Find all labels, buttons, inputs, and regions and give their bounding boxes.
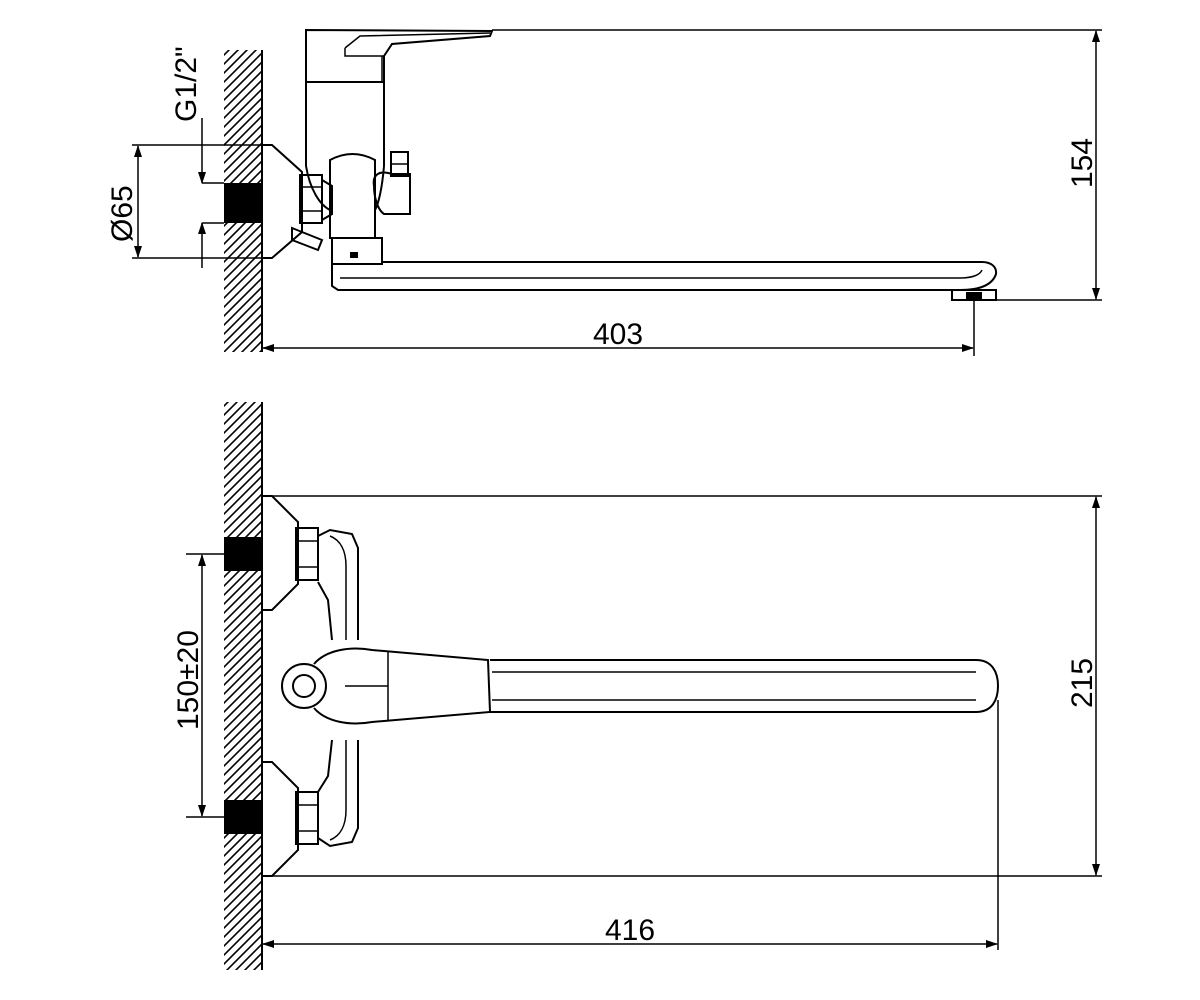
top-depth-label: 215	[1066, 658, 1099, 708]
side-outlet-block	[331, 237, 383, 265]
side-lever-handle	[305, 28, 494, 83]
inlet-spacing-dimension: 150±20	[172, 553, 262, 818]
top-length-dimension: 416	[262, 700, 999, 950]
side-aerator	[951, 289, 997, 301]
side-inlet-pipe	[224, 183, 262, 223]
top-length-label: 416	[605, 914, 655, 947]
side-length-dimension: 403	[262, 300, 975, 356]
side-diverter-knob	[372, 151, 411, 215]
flange-diameter-label: Ø65	[106, 185, 139, 242]
side-nut	[299, 174, 333, 224]
top-mixer-body	[317, 528, 359, 848]
top-lever-handle	[313, 647, 492, 725]
side-lever-detail	[344, 32, 491, 57]
top-wall	[224, 402, 263, 970]
side-outlet-marker	[350, 252, 358, 258]
side-view: G1/2" Ø65 154 403	[106, 28, 1102, 356]
flange-diameter-dimension: Ø65	[106, 144, 272, 259]
top-flange-upper	[262, 495, 299, 611]
side-height-label: 154	[1066, 138, 1099, 188]
top-view: 150±20 215 416	[172, 402, 1102, 970]
side-body-mid	[305, 165, 385, 211]
thread-dimension: G1/2"	[170, 46, 224, 268]
inlet-spacing-label: 150±20	[172, 630, 205, 730]
top-mixer-body-inner	[329, 535, 347, 841]
thread-label: G1/2"	[170, 46, 203, 122]
side-length-label: 403	[593, 318, 643, 351]
side-spout	[331, 261, 998, 291]
top-nut-lower	[295, 791, 319, 845]
top-flange-lower	[262, 761, 299, 877]
side-height-dimension: 154	[492, 29, 1102, 301]
top-nut-upper	[295, 527, 319, 581]
side-escutcheon-tab	[291, 226, 324, 252]
side-body	[305, 81, 385, 239]
top-depth-dimension: 215	[262, 495, 1102, 877]
side-spout-inner	[340, 269, 983, 279]
top-diverter-knob	[281, 663, 327, 709]
top-spout	[490, 659, 1000, 713]
